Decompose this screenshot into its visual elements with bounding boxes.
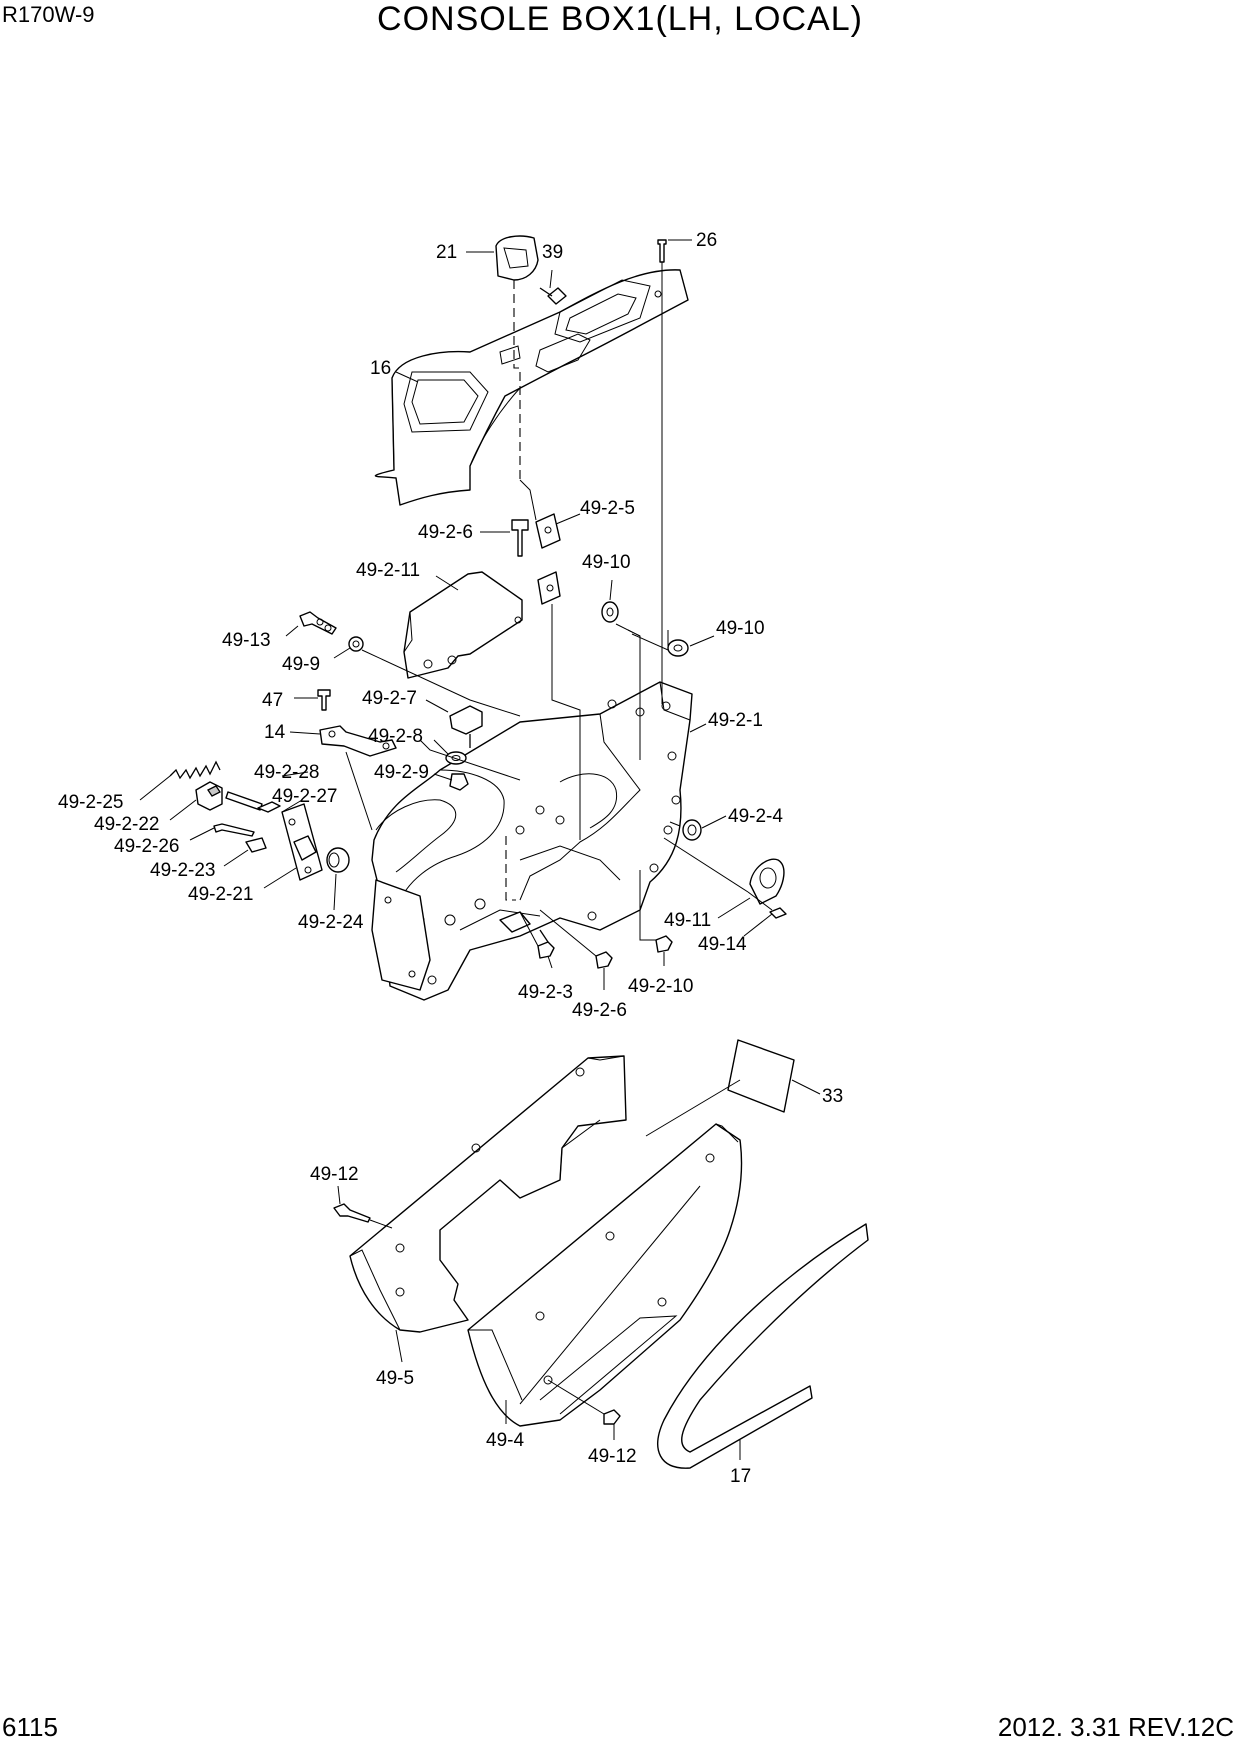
callout-49-2-11: 49-2-11 [356,560,420,581]
assembly-line-49-2-6b [539,909,597,957]
bushing-49-2-24-part [326,847,350,873]
lever-knob-part [495,235,539,281]
assembly-line-washer [627,629,641,637]
callout-49-12-left: 49-12 [310,1164,359,1185]
rod-end-49-2-22-part [195,781,223,811]
switch-assembly-part [535,513,561,605]
callout-39: 39 [542,242,563,263]
callout-14: 14 [264,722,286,743]
callout-49-2-23: 49-2-23 [150,860,216,881]
callout-49-2-28: 49-2-28 [254,762,320,783]
assembly-line-switch2 [551,604,581,840]
callout-49-2-1: 49-2-1 [708,710,763,731]
assembly-line-49-12b [547,1379,605,1415]
callout-49-13: 49-13 [222,630,271,651]
bolt-49-12-a-part [333,1203,371,1223]
washer-49-10-a-part [601,601,619,623]
right-panel-49-4-part [467,1123,743,1427]
assembly-line-49-2-3 [519,911,539,947]
callout-49-2-25: 49-2-25 [58,792,124,813]
upper-bolt-part [511,519,529,557]
left-panel-49-5-part [349,1055,627,1333]
assembly-line-49-2-10 [639,870,656,941]
callout-49-2-9: 49-2-9 [374,762,429,783]
callout-49-9: 49-9 [282,654,320,675]
screw-49-14-part [769,907,787,919]
cover-49-11-part [749,858,785,905]
callout-49-2-4: 49-2-4 [728,806,783,827]
assembly-line-49-14 [747,891,773,911]
model-number: R170W-9 [2,2,95,27]
bolt-49-2-10-part [655,935,673,953]
callout-26: 26 [696,230,717,251]
assembly-line-switch [519,479,537,521]
sleeve-49-2-27-part [257,801,281,813]
screw-39-part [539,287,567,305]
callout-49-11: 49-11 [664,910,711,931]
screw-47-part [317,689,331,711]
bushing-49-2-4-part [682,819,702,841]
assembly-line-49-10b [631,630,669,651]
assembly-line-49-2-7 [419,739,521,781]
callout-49-2-21: 49-2-21 [188,884,254,905]
rod-49-2-28-part [225,791,263,811]
main-frame-part [371,681,693,1001]
pin-49-2-23-part [245,837,267,853]
callout-16: 16 [370,358,391,379]
bolt-49-2-3-part [537,929,555,959]
assembly-line-frame-left [505,836,516,901]
callout-49-10-upper: 49-10 [582,552,631,573]
callout-21: 21 [436,242,457,263]
callout-17: 17 [730,1466,751,1487]
console-top-cover-part [374,269,689,506]
assembly-line-49-12a [369,1219,393,1229]
washer-49-9-part [348,636,364,652]
callout-49-2-10: 49-2-10 [628,976,694,997]
bolt-49-2-26-part [213,823,255,837]
revision-date: 2012. 3.31 REV.12C [997,1712,1234,1742]
callout-49-2-22: 49-2-22 [94,814,160,835]
callout-47: 47 [262,690,283,711]
plate-49-2-7-part [449,705,483,748]
callout-49-2-6-upper: 49-2-6 [418,522,473,543]
assembly-line-49-2-4 [669,821,681,827]
bolt-26-part [657,239,667,263]
spring-49-2-25-part [169,760,221,780]
callout-49-2-26: 49-2-26 [114,836,180,857]
bolt-49-12-b-part [603,1409,621,1425]
callout-49-12-right: 49-12 [588,1446,637,1467]
callout-49-2-7: 49-2-7 [362,688,417,709]
bracket-49-2-11-part [403,571,523,679]
callout-49-2-8: 49-2-8 [368,726,423,747]
assembly-line-49-9 [361,649,521,717]
sticker-33-part [727,1039,795,1113]
link-14-part [319,725,397,757]
trim-strip-17-part [657,1223,869,1469]
callout-33: 33 [822,1086,843,1107]
bolt-49-13-part [299,611,337,635]
assembly-line-sticker [645,1079,741,1137]
callout-49-10-right: 49-10 [716,618,765,639]
page-title: CONSOLE BOX1(LH, LOCAL) [377,0,863,38]
assembly-line-49-11 [663,837,749,893]
callout-49-2-5: 49-2-5 [580,498,635,519]
callout-49-4: 49-4 [486,1430,524,1451]
callout-49-2-24: 49-2-24 [298,912,364,933]
callout-49-5: 49-5 [376,1368,414,1389]
assembly-line-link [345,751,373,831]
callout-49-14: 49-14 [698,934,747,955]
washer-49-2-8-part [445,751,467,765]
callout-49-2-27: 49-2-27 [272,786,338,807]
callout-49-2-3: 49-2-3 [518,982,573,1003]
assembly-line-knob [513,280,521,480]
page-number: 6115 [2,1712,58,1742]
washer-49-10-b-part [667,639,689,657]
bolt-49-2-6-lower-part [595,951,613,969]
callout-49-2-6-lower: 49-2-6 [572,1000,627,1021]
side-plate-left-part [371,879,431,991]
plate-49-2-21-part [281,803,323,881]
leader-lines [139,239,821,1460]
nut-49-2-9-part [449,773,469,791]
